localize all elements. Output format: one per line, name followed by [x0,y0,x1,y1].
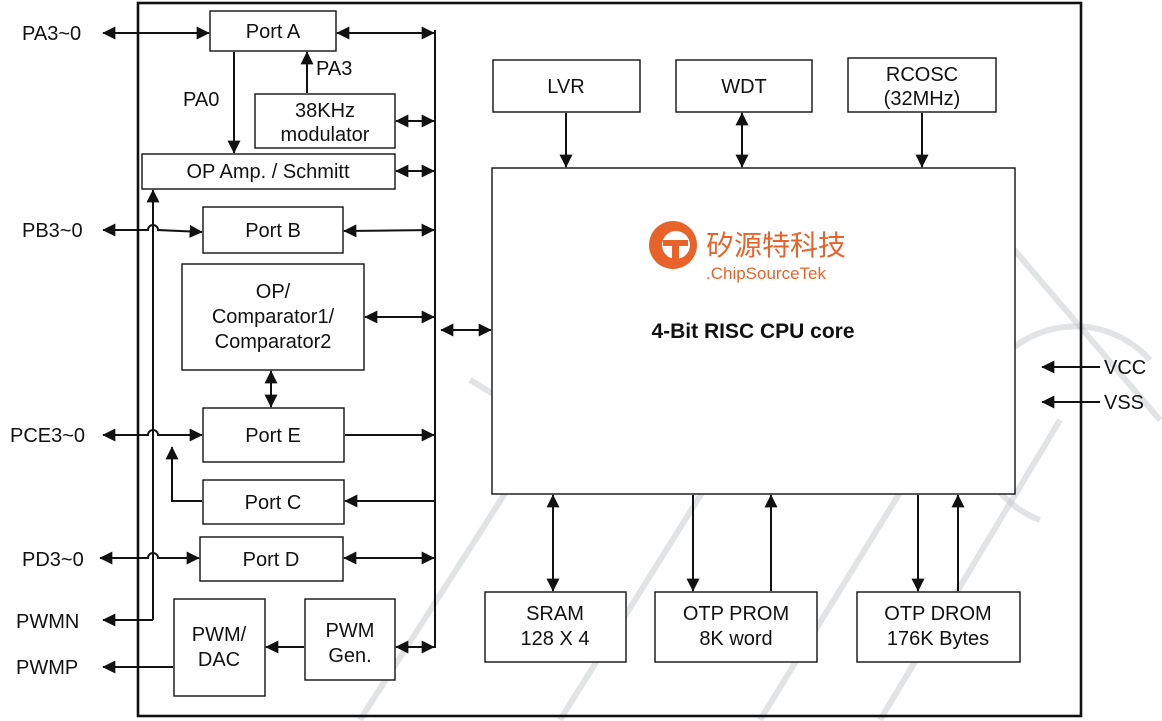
pin-pb-label: PB3~0 [22,220,83,242]
rcosc-label-line2: (32MHz) [884,88,961,110]
chip-boundary [136,1,1083,718]
logo-mark [663,240,688,260]
comparator-label-line3: Comparator2 [215,331,332,353]
comparator-label-line2: Comparator1/ [212,306,335,328]
modulator-label-line1: 38KHz [295,100,355,122]
modulator-block: 38KHz modulator [254,93,396,149]
otp-prom-label-line1: OTP PROM [683,603,789,625]
pwm-gen-block: PWM Gen. [304,598,396,681]
op-schmitt-block: OP Amp. / Schmitt [141,153,396,190]
port-e-label: Port E [245,425,301,447]
pin-pce-label: PCE3~0 [10,425,85,447]
lvr-block: LVR [492,59,641,113]
port-e-block: Port E [202,407,345,463]
pin-pa-label: PA3~0 [22,23,81,45]
cpu-core-label: 4-Bit RISC CPU core [651,320,854,343]
pwm-dac-label-line2: DAC [198,649,240,671]
port-a-block: Port A [209,10,337,52]
lvr-label: LVR [547,76,584,98]
pwm-gen-label-line2: Gen. [328,645,371,667]
pwm-dac-block: PWM/ DAC [173,598,266,697]
signal-pa3-label: PA3 [316,58,352,80]
cpu-core-block: 矽源特科技 .ChipSourceTek 4-Bit RISC CPU core [491,167,1016,495]
otp-drom-label-line1: OTP DROM [884,603,991,625]
pin-pd-label: PD3~0 [22,549,84,571]
otp-prom-label-line2: 8K word [699,628,772,650]
pin-vss-label: VSS [1104,392,1144,414]
port-d-label: Port D [243,549,300,571]
pwm-gen-label-line1: PWM [326,620,375,642]
otp-drom-block: OTP DROM 176K Bytes [856,591,1021,663]
pd-pin-connection [99,551,200,565]
comparator-label-line1: OP/ [256,281,291,303]
pin-pwmn-label: PWMN [16,611,79,633]
port-a-label: Port A [246,21,301,43]
otp-drom-label-line2: 176K Bytes [887,628,989,650]
sram-label-line1: SRAM [526,603,584,625]
modulator-label-line2: modulator [281,124,370,146]
otp-prom-block: OTP PROM 8K word [654,591,818,663]
chipsourcetek-logo: 矽源特科技 .ChipSourceTek [649,221,846,283]
port-c-label: Port C [245,492,302,514]
wdt-block: WDT [675,59,813,113]
port-d-block: Port D [199,536,344,582]
pin-vcc-label: VCC [1104,357,1146,379]
port-c-block: Port C [202,479,345,525]
sram-label-line2: 128 X 4 [521,628,590,650]
op-schmitt-label: OP Amp. / Schmitt [186,161,349,183]
logo-english-text: .ChipSourceTek [706,264,827,283]
sram-block: SRAM 128 X 4 [484,591,627,663]
pin-pwmp-label: PWMP [16,657,78,679]
port-b-block: Port B [202,206,344,254]
port-c-to-port-e [165,446,202,502]
port-b-label: Port B [245,220,301,242]
wdt-label: WDT [721,76,767,98]
comparator-block: OP/ Comparator1/ Comparator2 [181,263,365,371]
signal-pa0-label: PA0 [183,89,219,111]
logo-chinese-text: 矽源特科技 [706,230,846,261]
pwm-dac-label-line1: PWM/ [192,624,247,646]
rcosc-block: RCOSC (32MHz) [847,57,997,113]
port-b-bus-link [343,223,435,238]
rcosc-label-line1: RCOSC [886,64,958,86]
